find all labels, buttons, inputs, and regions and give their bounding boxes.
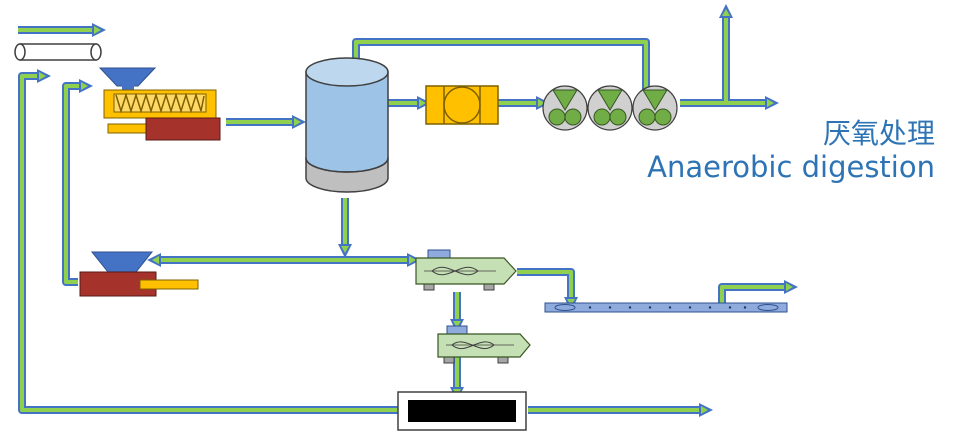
cyclone-1: [542, 85, 588, 131]
pump: [425, 85, 499, 125]
belt-conveyor: [544, 302, 788, 313]
decanter-centrifuge-1: [415, 249, 517, 291]
screw-spiral: [115, 92, 205, 114]
english-caption: Anaerobic digestion: [647, 150, 935, 184]
chinese-caption: 厌氧处理: [822, 117, 935, 150]
decanter-centrifuge-2: [437, 325, 531, 364]
feeder-hopper: [98, 67, 157, 87]
arrow-conveyor-out: [718, 283, 785, 305]
dryer-tray: [397, 391, 527, 431]
arrow-press-to-feeder: [62, 82, 80, 286]
press-hopper: [90, 251, 154, 273]
cyclone-2: [587, 85, 633, 131]
piston-cylinder: [145, 117, 221, 141]
inlet-pipe: [14, 43, 102, 61]
arrow-centrifuge-to-conveyor: [517, 268, 575, 298]
cyclone-3: [632, 85, 678, 131]
cyclone-separators: [542, 85, 678, 131]
screw-feeder: [98, 67, 221, 141]
digester-tank: [305, 57, 389, 193]
press-unit: [79, 251, 199, 297]
press-rod: [139, 279, 199, 290]
arrow-recycle-top: [352, 38, 650, 90]
flow-arrows: [18, 4, 798, 417]
